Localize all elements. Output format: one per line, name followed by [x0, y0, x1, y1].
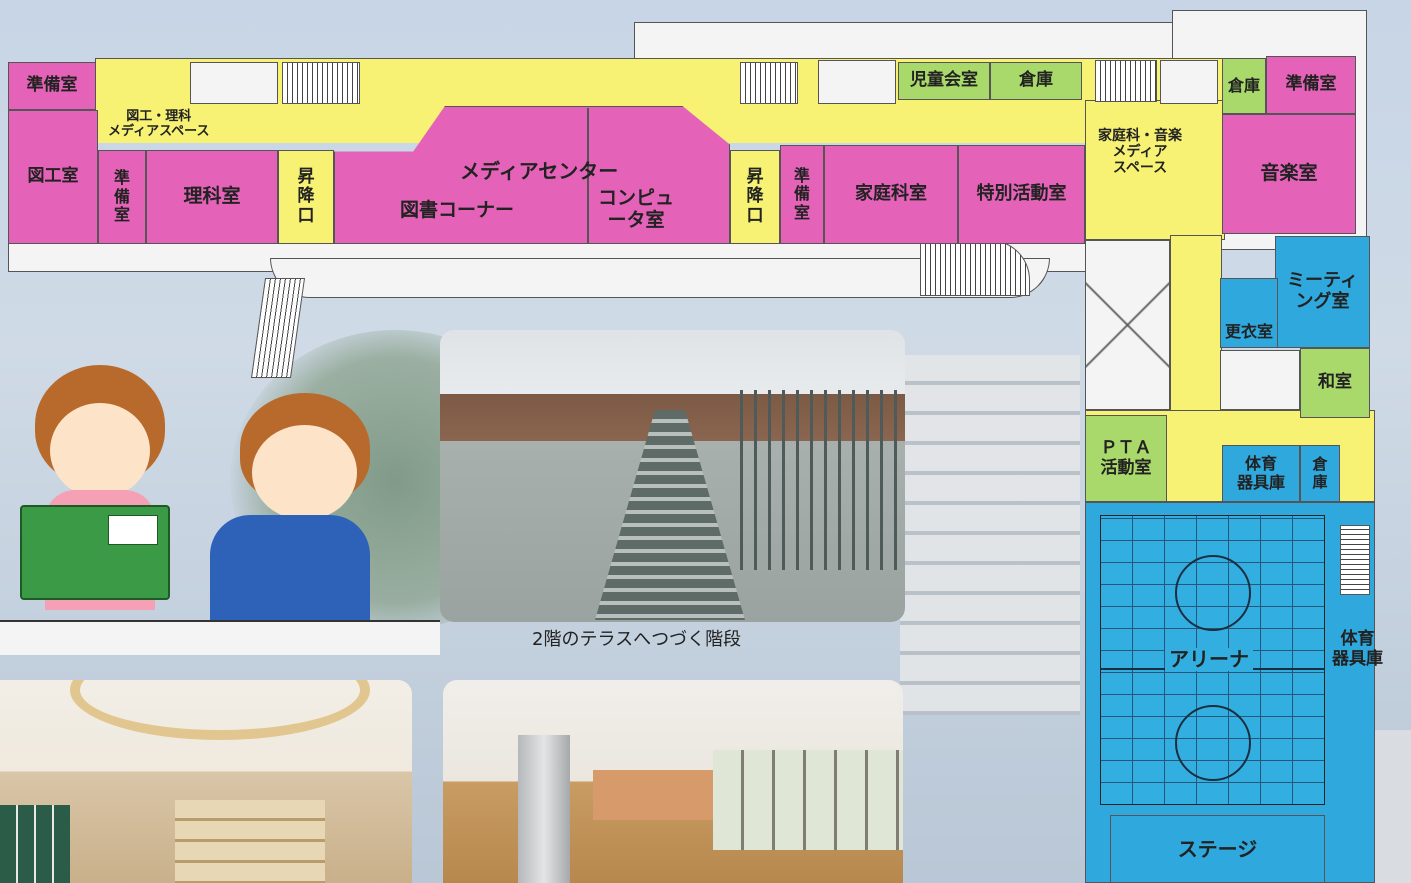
label-taiiku-kigu-2: 体育 器具庫 [1332, 629, 1383, 669]
photo-windows [713, 750, 903, 850]
label-katei-ongaku-media: 家庭科・音楽 メディア スペース [1098, 128, 1182, 177]
label-media-center: メディアセンター [460, 159, 619, 183]
room-junbi-3[interactable]: 準 備 室 [780, 145, 824, 244]
caption-stairs: 2階のテラスへつづく階段 [532, 629, 742, 650]
photo-pillar [518, 735, 570, 883]
label-computer: コンピュ ータ室 [598, 187, 675, 231]
room-ongaku[interactable]: 音楽室 [1222, 114, 1356, 234]
photo-ceiling-ring [70, 680, 370, 740]
room-shoukou-2[interactable]: 昇 降 口 [730, 150, 780, 244]
room-pta[interactable]: ＰＴＡ 活動室 [1085, 415, 1167, 502]
girl-face [50, 403, 150, 498]
toilet-block-3 [1160, 60, 1218, 104]
room-label: 更衣室 [1224, 321, 1273, 341]
room-shoukou-1[interactable]: 昇 降 口 [278, 150, 334, 244]
room-label: ステージ [1177, 836, 1258, 861]
photo-classroom-right [443, 680, 903, 883]
stairwell-1 [282, 62, 360, 104]
room-katei[interactable]: 家庭科室 [824, 145, 958, 244]
photo-stairs-rail [740, 390, 900, 570]
room-washitsu[interactable]: 和室 [1300, 348, 1370, 418]
boy-face [252, 425, 357, 520]
room-label: 昇 降 口 [746, 166, 764, 226]
stairwell-core [1085, 240, 1170, 410]
room-stage[interactable]: ステージ [1110, 815, 1325, 883]
room-label: 理科室 [183, 185, 241, 208]
gym-stairs [1340, 525, 1370, 595]
room-label: 倉庫 [1019, 70, 1053, 91]
room-junbi-1[interactable]: 準備室 [8, 62, 96, 110]
court-circle-bottom [1175, 705, 1251, 781]
photo-classroom-left [0, 680, 412, 883]
room-zukou[interactable]: 図工室 [8, 110, 98, 244]
label-zukou-rika-media: 図工・理科 メディアスペース [108, 109, 210, 139]
label-arena: アリーナ [1165, 648, 1253, 671]
photo-stairs [440, 330, 905, 622]
court-circle-top [1175, 555, 1251, 631]
photo-shelves [175, 800, 325, 883]
outdoor-stairs-right [920, 240, 1030, 296]
desk [0, 620, 440, 655]
room-souko-2[interactable]: 倉庫 [1222, 58, 1266, 114]
room-meeting[interactable]: ミーティ ング室 [1275, 236, 1370, 348]
room-jidoukai[interactable]: 児童会室 [898, 62, 990, 100]
toilet-block-4 [1220, 350, 1300, 410]
room-label: 準備室 [26, 75, 78, 96]
book-label [108, 515, 158, 545]
toilet-block-1 [190, 62, 278, 104]
room-label: 準備室 [1285, 74, 1337, 95]
room-label: 家庭科室 [855, 183, 927, 205]
room-label: 和室 [1318, 372, 1352, 393]
room-label: 児童会室 [910, 70, 978, 91]
room-junbi-2[interactable]: 準 備 室 [98, 150, 146, 244]
room-souko-1[interactable]: 倉庫 [990, 62, 1082, 100]
boy-body [210, 515, 370, 625]
room-label: 体育 器具庫 [1236, 454, 1285, 492]
toilet-block-2 [818, 60, 896, 104]
room-junbi-4[interactable]: 準備室 [1266, 56, 1356, 114]
room-taiiku-kigu-1[interactable]: 体育 器具庫 [1222, 445, 1300, 502]
room-label: 昇 降 口 [297, 166, 315, 226]
corridor-east [1085, 100, 1225, 240]
room-koui[interactable]: 更衣室 [1220, 278, 1278, 348]
label-tosho: 図書コーナー [400, 199, 515, 221]
room-label: 図工室 [27, 166, 79, 187]
room-label: 準 備 室 [793, 165, 810, 222]
photo-stairs-steps [595, 410, 745, 620]
room-tokubetsu[interactable]: 特別活動室 [958, 145, 1085, 244]
room-label: 準 備 室 [113, 168, 130, 225]
illustration-children [0, 365, 440, 655]
room-label: ＰＴＡ 活動室 [1100, 437, 1152, 478]
room-rika[interactable]: 理科室 [146, 150, 278, 244]
background-building [900, 355, 1080, 715]
room-label: ミーティ ング室 [1287, 270, 1358, 312]
room-label: 特別活動室 [976, 183, 1067, 205]
photo-wall-orange [593, 770, 713, 820]
room-label: 倉 庫 [1312, 455, 1328, 491]
photo-green-lockers [0, 805, 70, 883]
room-souko-3[interactable]: 倉 庫 [1300, 445, 1340, 502]
stairwell-3 [1095, 60, 1157, 102]
corridor-vertical [1170, 235, 1222, 435]
stairwell-2 [740, 62, 798, 104]
room-label: 音楽室 [1260, 162, 1318, 185]
divider-computer [587, 108, 589, 244]
room-label: 倉庫 [1227, 75, 1260, 95]
